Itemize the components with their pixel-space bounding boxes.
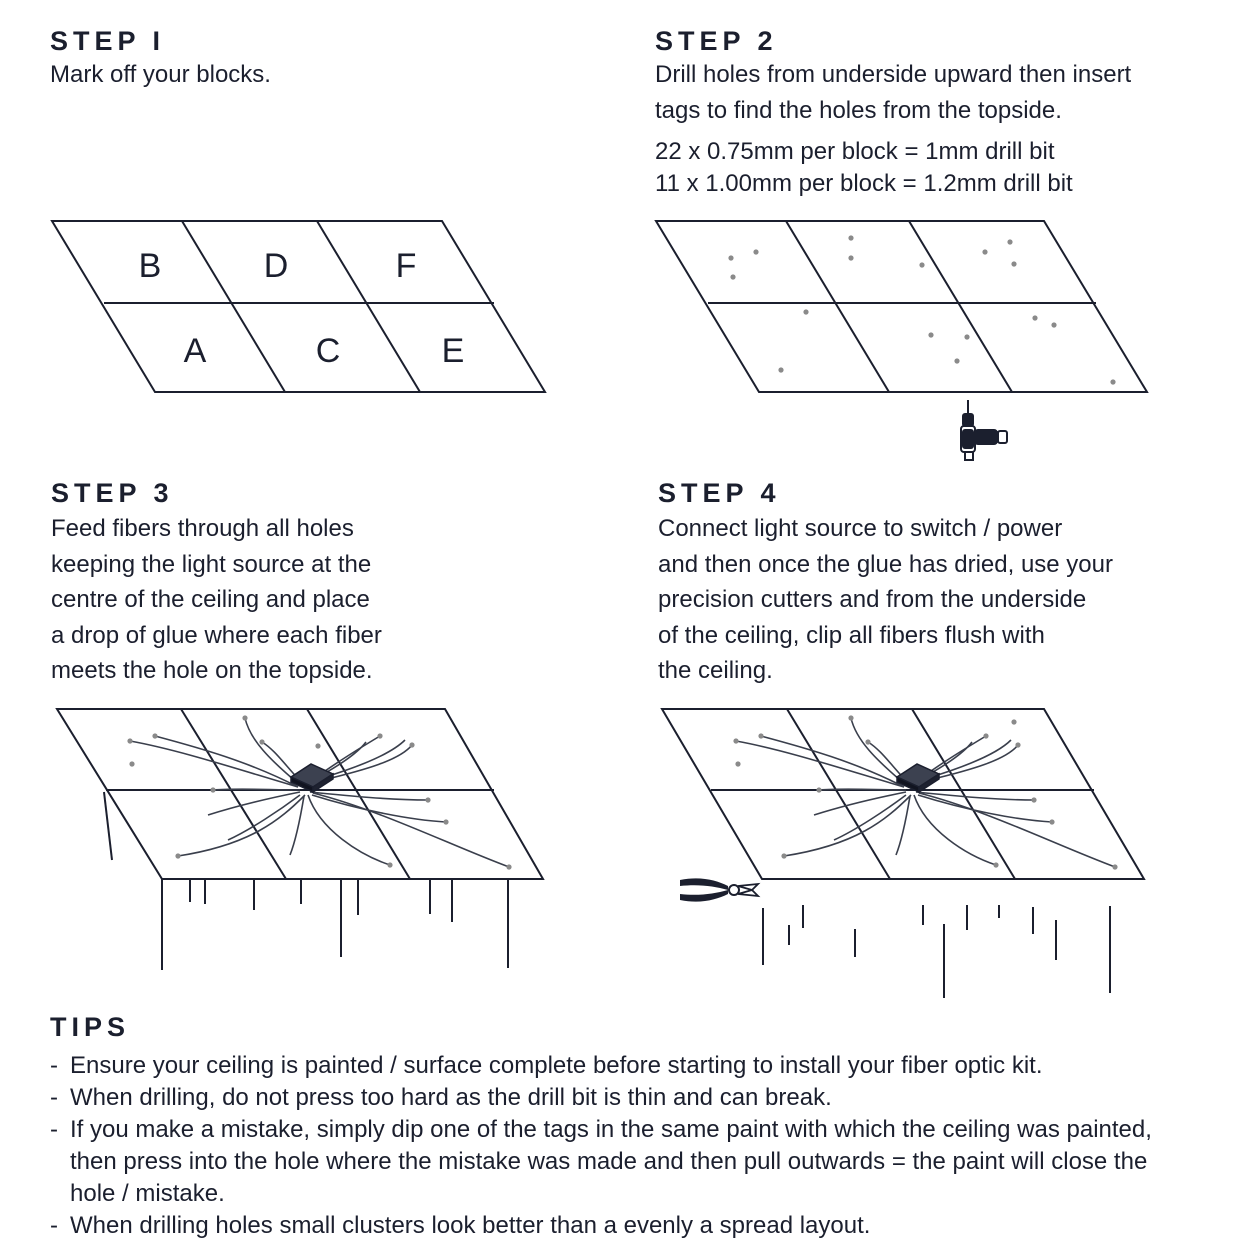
drill-icon [960, 400, 1008, 461]
step-1-text: Mark off your blocks. [50, 57, 271, 93]
fiber-tips [733, 715, 1118, 870]
step-4-line: Connect light source to switch / power [658, 515, 1063, 542]
step-3-line: keeping the light source at the [51, 550, 372, 578]
block-label-f: F [396, 247, 417, 285]
pliers-icon [680, 878, 761, 902]
tip-item: When drilling holes small clusters look … [50, 1210, 1230, 1242]
step-3-line: centre of the ceiling and place [51, 586, 370, 613]
step-3-line: meets the hole on the topside. [51, 657, 373, 684]
step-4-line: of the ceiling, clip all fibers flush wi… [658, 621, 1045, 649]
tip-item: When drilling, do not press too hard as … [50, 1082, 1230, 1114]
step-3-text: Feed fibers through all holes keeping th… [51, 511, 382, 689]
illustrations: B D F A C E [50, 220, 1149, 998]
light-source-icon [289, 763, 335, 794]
step-2-text: Drill holes from underside upward then i… [655, 57, 1131, 201]
step-3-line: Feed fibers through all holes [51, 515, 354, 542]
block-label-d: D [264, 247, 289, 285]
step-2-line: Drill holes from underside upward then i… [655, 61, 1132, 88]
step-2-spec: 22 x 0.75mm per block = 1mm drill bit [655, 138, 1055, 165]
fiber-tips [127, 715, 512, 870]
step-4-line: and then once the glue has dried, use yo… [658, 550, 1113, 578]
step-2-ceiling-grid [654, 220, 1149, 393]
step-4-text: Connect light source to switch / power a… [658, 511, 1113, 689]
tip-item: If you make a mistake, simply dip one of… [50, 1114, 1170, 1210]
step-3-line: a drop of glue where each fiber [51, 621, 382, 649]
step-4-fibers [735, 717, 1116, 868]
block-label-c: C [316, 332, 341, 370]
step-4-line: precision cutters and from the underside [658, 586, 1087, 613]
tips-title: TIPS [50, 1012, 131, 1042]
step-4-title: STEP 4 [658, 478, 781, 508]
step-2-title: STEP 2 [655, 26, 778, 56]
light-source-icon [895, 763, 941, 794]
step-4-ceiling-grid [660, 708, 1146, 998]
step-4-line: the ceiling. [658, 657, 773, 684]
step-2-spec: 11 x 1.00mm per block = 1.2mm drill bit [655, 169, 1073, 197]
step-3-fibers [129, 717, 510, 868]
block-label-e: E [442, 332, 465, 370]
step-2-line: tags to find the holes from the topside. [655, 96, 1062, 124]
step-3-title: STEP 3 [51, 478, 174, 508]
step-1-line: Mark off your blocks. [50, 61, 271, 88]
drilled-holes [728, 235, 1116, 385]
tip-item: Ensure your ceiling is painted / surface… [50, 1050, 1230, 1082]
block-label-b: B [139, 247, 162, 285]
tips-list: Ensure your ceiling is painted / surface… [50, 1050, 1230, 1242]
block-label-a: A [184, 332, 207, 370]
block-labels: B D F A C E [139, 247, 465, 370]
step-1-ceiling-grid [50, 220, 547, 393]
step-1-title: STEP I [50, 26, 166, 56]
step-3-ceiling-grid [55, 708, 545, 970]
